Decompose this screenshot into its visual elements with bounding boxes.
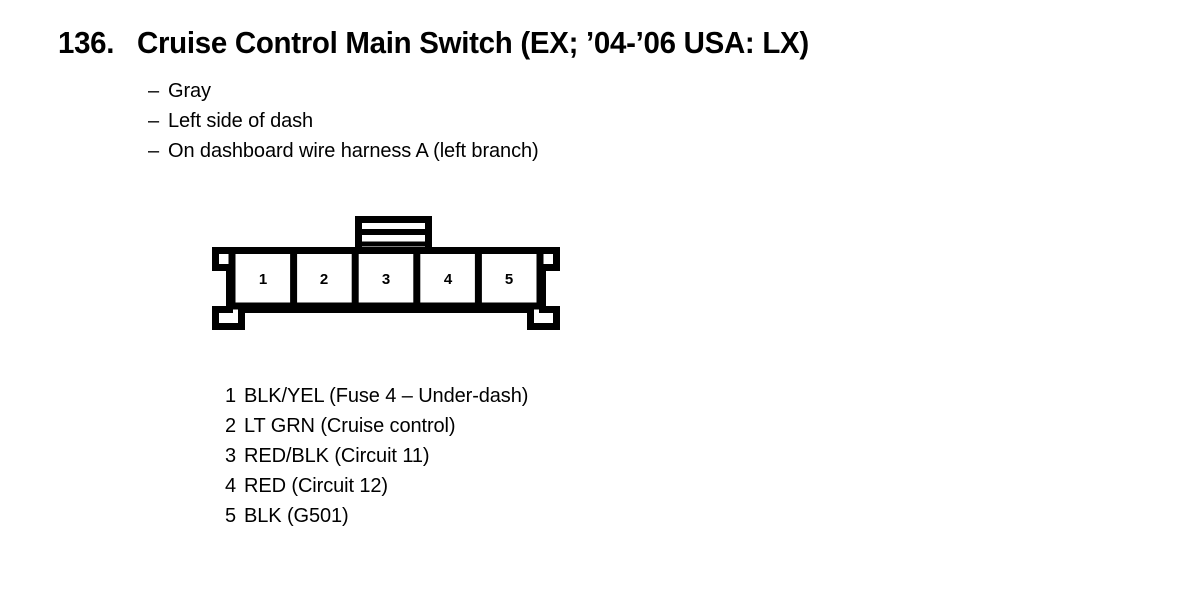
pin-legend-row: 2 LT GRN (Cruise control) bbox=[220, 411, 528, 441]
cavity-label-1: 1 bbox=[259, 271, 267, 288]
pin-legend: 1 BLK/YEL (Fuse 4 – Under-dash) 2 LT GRN… bbox=[220, 381, 528, 531]
cavity-label-3: 3 bbox=[382, 271, 390, 288]
description-item: – Gray bbox=[148, 76, 539, 106]
pin-legend-row: 5 BLK (G501) bbox=[220, 501, 528, 531]
pin-legend-number: 5 bbox=[224, 505, 236, 527]
pin-legend-text: RED (Circuit 12) bbox=[244, 475, 388, 497]
cavity-dividers bbox=[290, 250, 482, 306]
description-item-label: Left side of dash bbox=[168, 110, 314, 132]
page-title-number: 136. bbox=[58, 25, 115, 60]
connector-body-outline bbox=[212, 247, 560, 330]
description-item-label: On dashboard wire harness A (left branch… bbox=[168, 140, 539, 162]
pin-legend-number: 2 bbox=[224, 415, 236, 437]
cavity-label-5: 5 bbox=[505, 271, 513, 288]
pin-legend-text: BLK (G501) bbox=[244, 505, 349, 527]
bullet-dash-icon: – bbox=[148, 110, 160, 132]
pin-legend-number: 3 bbox=[224, 445, 236, 467]
pin-legend-text: RED/BLK (Circuit 11) bbox=[244, 445, 430, 467]
pin-legend-text: BLK/YEL (Fuse 4 – Under-dash) bbox=[244, 385, 529, 407]
pin-legend-number: 4 bbox=[224, 475, 236, 497]
page-title: 136. Cruise Control Main Switch (EX; ’04… bbox=[58, 25, 844, 61]
pin-legend-number: 1 bbox=[224, 385, 236, 407]
connector-diagram: 1 2 3 4 5 bbox=[212, 214, 560, 330]
pin-legend-row: 1 BLK/YEL (Fuse 4 – Under-dash) bbox=[220, 381, 528, 411]
cavity-row-outline bbox=[228, 254, 544, 310]
page-title-text: Cruise Control Main Switch (EX; ’04-’06 … bbox=[137, 25, 810, 60]
description-list: – Gray – Left side of dash – On dashboar… bbox=[148, 76, 539, 166]
cavity-label-4: 4 bbox=[444, 271, 453, 288]
latch-tab bbox=[355, 216, 432, 251]
pin-legend-text: LT GRN (Cruise control) bbox=[244, 415, 456, 437]
cavity-label-2: 2 bbox=[320, 271, 328, 288]
description-item: – On dashboard wire harness A (left bran… bbox=[148, 136, 539, 166]
pin-legend-row: 3 RED/BLK (Circuit 11) bbox=[220, 441, 528, 471]
description-item-label: Gray bbox=[168, 80, 211, 102]
description-item: – Left side of dash bbox=[148, 106, 539, 136]
bullet-dash-icon: – bbox=[148, 140, 160, 162]
connector-svg: 1 2 3 4 5 bbox=[212, 216, 560, 330]
pin-legend-row: 4 RED (Circuit 12) bbox=[220, 471, 528, 501]
bullet-dash-icon: – bbox=[148, 80, 160, 102]
